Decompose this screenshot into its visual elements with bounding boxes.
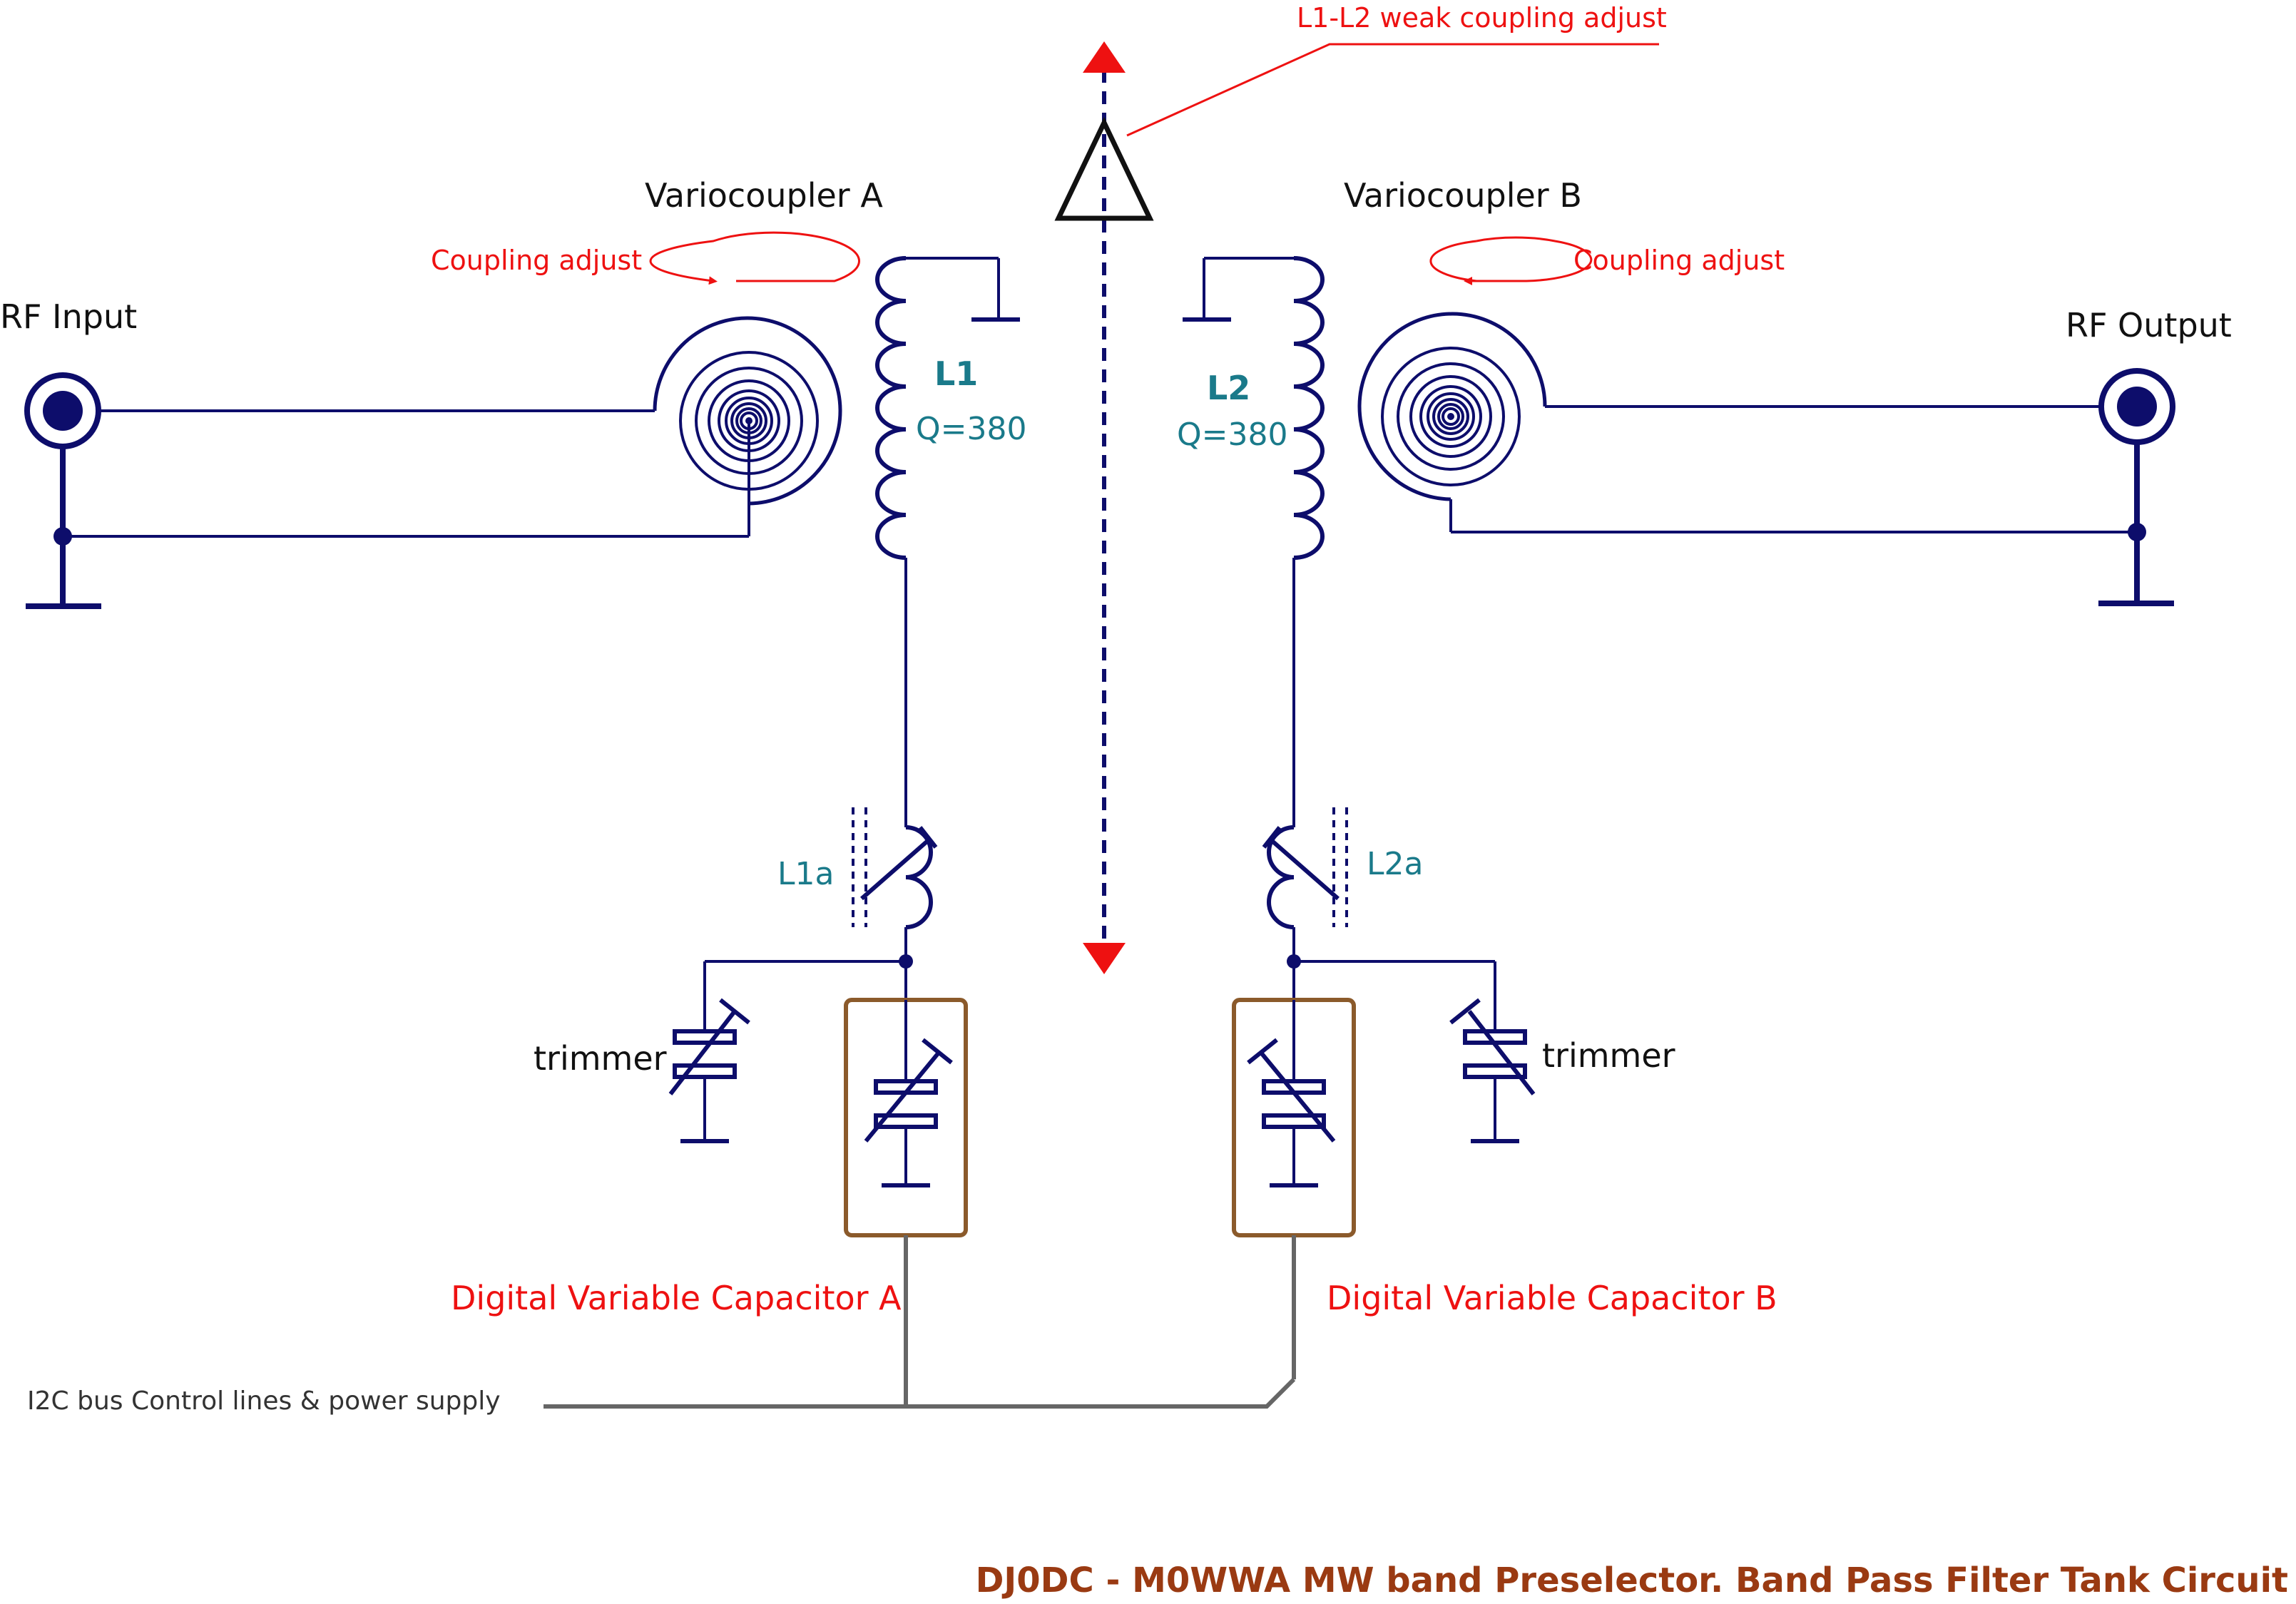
inductor-l1: [875, 256, 1020, 827]
coupling-adjust-arrow-right: [1429, 236, 1593, 285]
rf-output-label: RF Output: [2066, 306, 2232, 344]
digital-variable-capacitor-b: [1232, 961, 1356, 1237]
rf-input-wiring: [71, 409, 750, 538]
rf-output-wiring: [1449, 405, 2128, 533]
coupling-adjust-arrow-left: [649, 231, 860, 285]
inductor-l2a: [1262, 807, 1348, 969]
variocoupler-a-spiral: [653, 316, 842, 506]
footer-title: DJ0DC - M0WWA MW band Preselector. Band …: [976, 1560, 2288, 1600]
variocoupler-b-label: Variocoupler B: [1344, 176, 1582, 215]
rf-input-label: RF Input: [0, 297, 137, 336]
trimmer-right-label: trimmer: [1542, 1036, 1675, 1075]
variocoupler-b-spiral: [1357, 312, 1547, 501]
inductor-l2: [1183, 256, 1325, 827]
dvc-b-label: Digital Variable Capacitor B: [1327, 1279, 1777, 1317]
coupling-adjust-left-label: Coupling adjust: [431, 245, 642, 276]
trimmer-left: [668, 960, 906, 1143]
digital-variable-capacitor-a: [844, 961, 968, 1237]
l1-q-label: Q=380: [916, 411, 1026, 447]
trimmer-left-label: trimmer: [534, 1039, 667, 1078]
coupling-adjust-right-label: Coupling adjust: [1573, 245, 1785, 276]
inductor-l1a: [852, 807, 938, 969]
rf-output-connector: [2098, 368, 2175, 606]
i2c-bus-lines: [544, 1235, 1296, 1409]
l2a-label: L2a: [1367, 846, 1423, 882]
weak-coupling-axis: [1054, 41, 1659, 974]
dvc-a-label: Digital Variable Capacitor A: [451, 1279, 902, 1317]
l2-q-label: Q=380: [1177, 417, 1287, 453]
i2c-bus-label: I2C bus Control lines & power supply: [27, 1386, 501, 1416]
l1a-label: L1a: [777, 856, 834, 892]
l1-label: L1: [934, 354, 978, 393]
weak-coupling-label: L1-L2 weak coupling adjust: [1297, 2, 1667, 34]
trimmer-right: [1294, 960, 1536, 1143]
rf-input-connector: [24, 372, 101, 609]
variocoupler-a-label: Variocoupler A: [645, 176, 883, 215]
l2-label: L2: [1207, 369, 1250, 407]
